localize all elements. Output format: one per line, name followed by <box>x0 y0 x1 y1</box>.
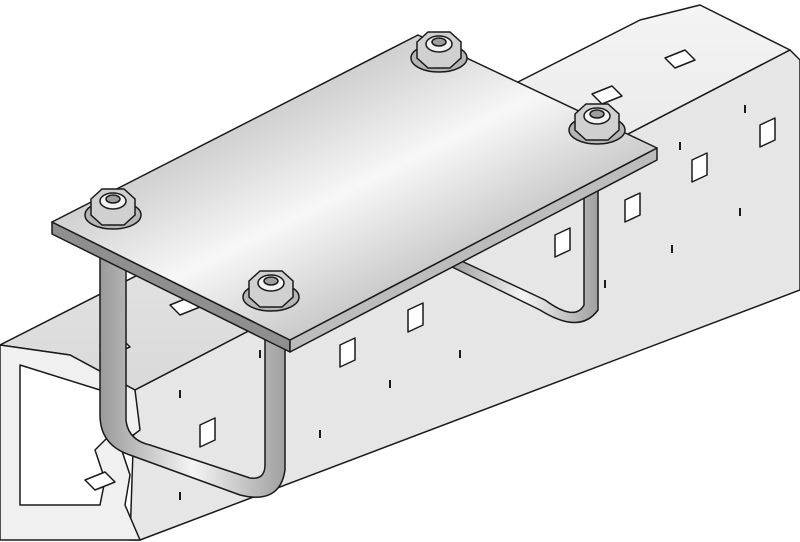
hex-nut-icon <box>242 270 300 312</box>
hex-nut-icon <box>84 188 142 230</box>
rail-perforations <box>179 105 746 500</box>
rail-slots <box>84 49 776 491</box>
hex-nut-icon <box>568 103 626 145</box>
bolts <box>84 31 626 312</box>
plate-top-face <box>51 34 658 341</box>
hex-nut-icon <box>410 31 468 73</box>
mounting-plate <box>51 34 658 353</box>
